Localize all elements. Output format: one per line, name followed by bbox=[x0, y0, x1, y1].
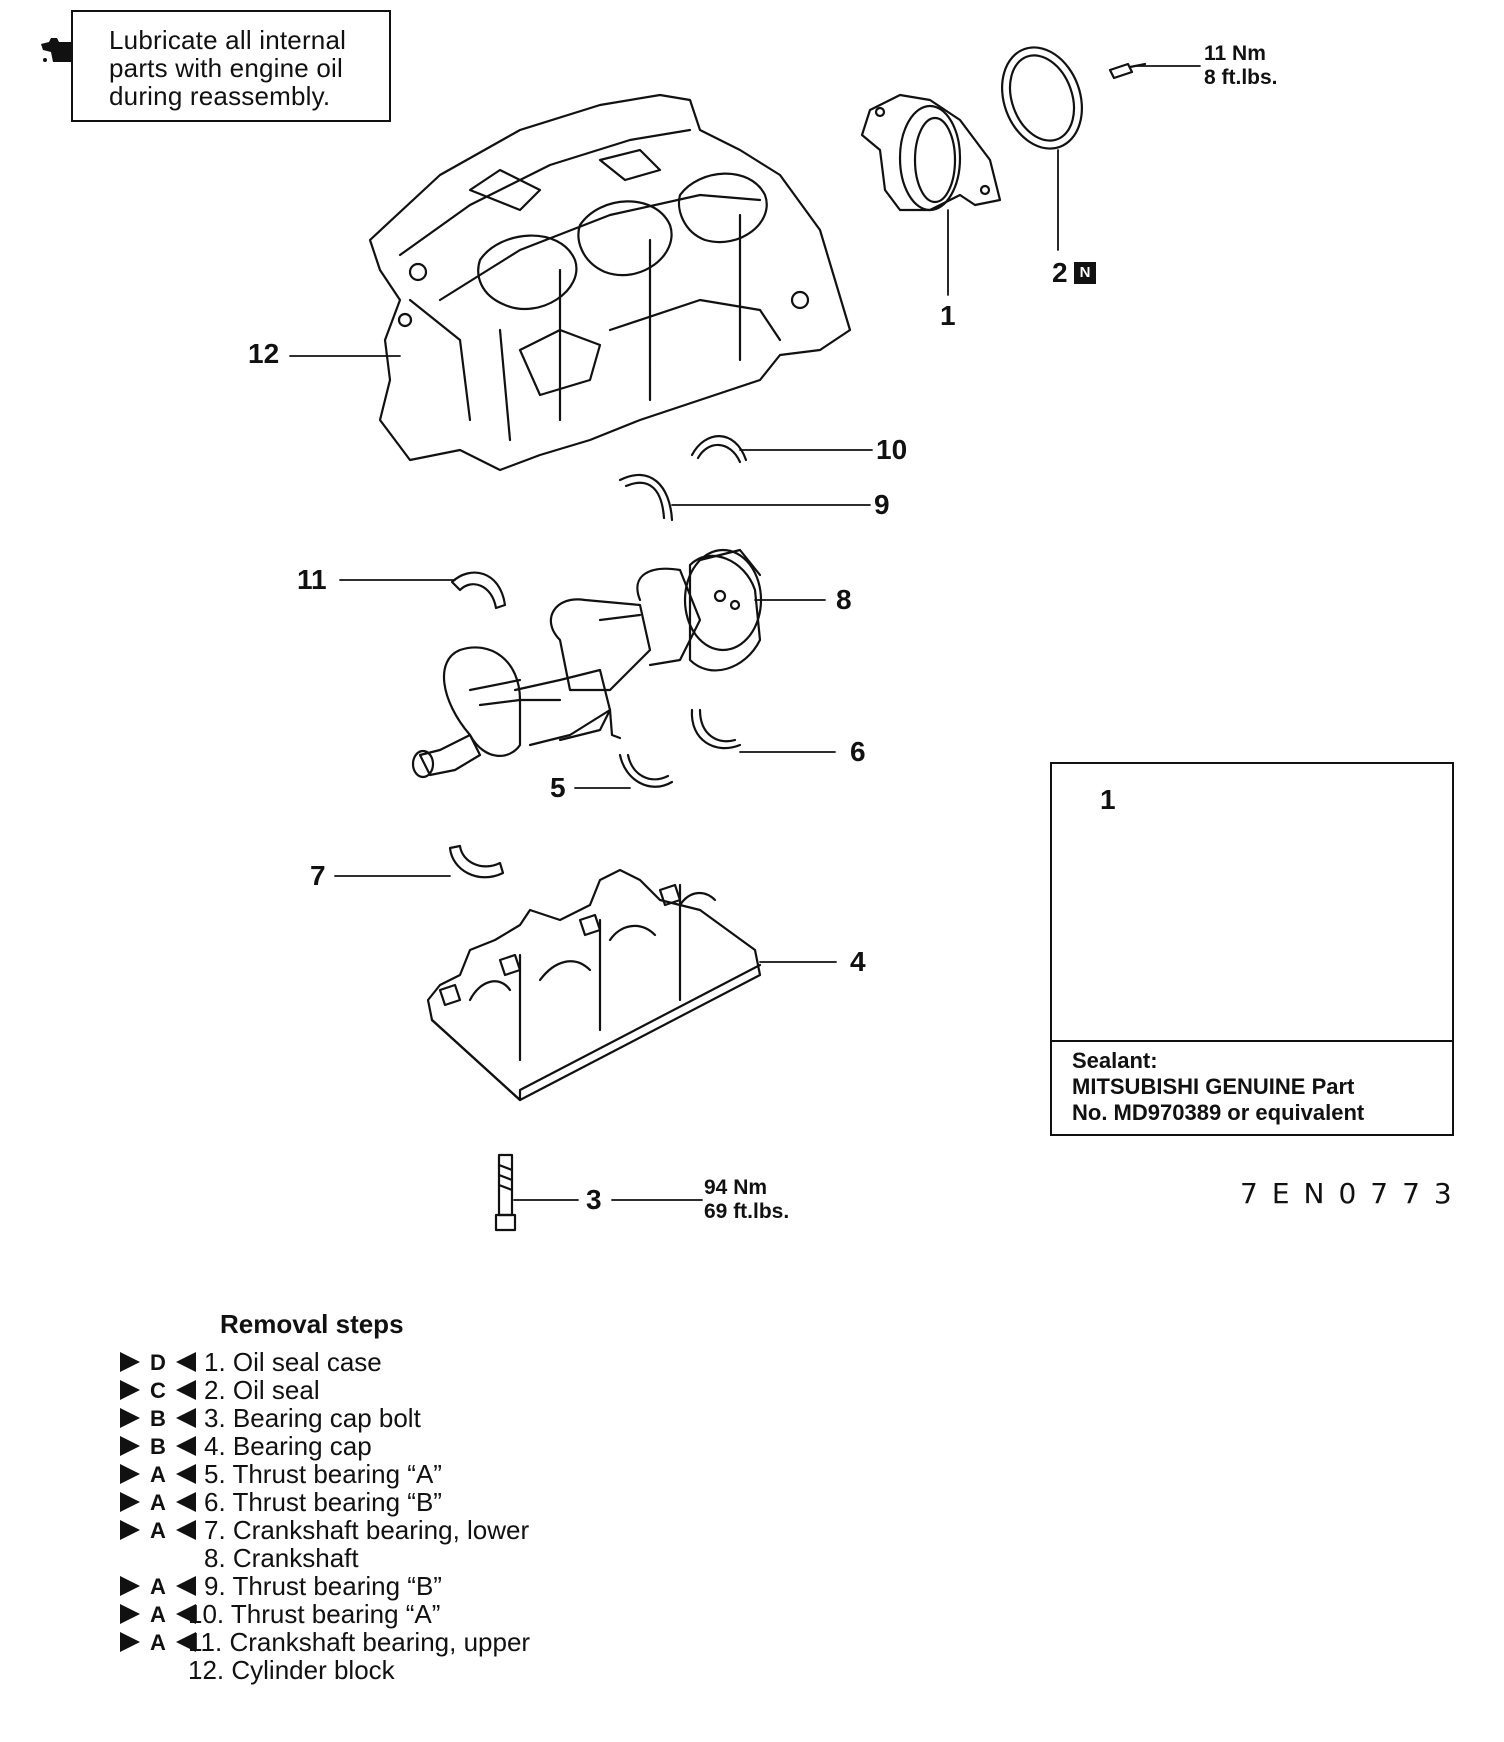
removal-step-text: 12. Cylinder block bbox=[188, 1655, 395, 1685]
inset-divider bbox=[1052, 1040, 1452, 1042]
new-part-badge: N bbox=[1074, 262, 1096, 284]
bearing-cap-bolt bbox=[494, 1153, 517, 1232]
torque-ftlbs: 8 ft.lbs. bbox=[1204, 66, 1278, 89]
torque-ftlbs: 69 ft.lbs. bbox=[704, 1200, 790, 1223]
service-point-marker-icon: A bbox=[120, 1462, 196, 1486]
removal-step-text: 10. Thrust bearing “A” bbox=[188, 1599, 441, 1629]
service-point-marker-icon: A bbox=[120, 1490, 196, 1514]
service-point-marker-icon: C bbox=[120, 1378, 196, 1402]
service-point-letter: A bbox=[150, 1602, 166, 1626]
service-point-letter: A bbox=[150, 1574, 166, 1598]
torque-nm: 11 Nm bbox=[1204, 42, 1266, 65]
crankshaft bbox=[411, 548, 763, 779]
removal-step-text: 2. Oil seal bbox=[204, 1375, 320, 1405]
removal-steps-title: Removal steps bbox=[220, 1309, 404, 1339]
sealant-inset: 1 Sealant: MITSUBISHI GENUINE Part No. M… bbox=[1050, 762, 1454, 1136]
callout-6: 6 bbox=[850, 736, 866, 767]
removal-step-text: 6. Thrust bearing “B” bbox=[204, 1487, 442, 1517]
callout-11: 11 bbox=[297, 564, 327, 595]
service-point-letter: A bbox=[150, 1630, 166, 1654]
torque-nm: 94 Nm bbox=[704, 1176, 768, 1199]
sealant-line: MITSUBISHI GENUINE Part bbox=[1072, 1074, 1355, 1099]
crankshaft-bearing-upper bbox=[450, 571, 507, 610]
removal-step-text: 3. Bearing cap bolt bbox=[204, 1403, 421, 1433]
note-line: Lubricate all internal bbox=[109, 25, 347, 55]
service-point-letter: A bbox=[150, 1462, 166, 1486]
thrust-bearing-b-upper bbox=[618, 473, 674, 522]
sealant-line: Sealant: bbox=[1072, 1048, 1158, 1073]
service-point-letter: D bbox=[150, 1350, 166, 1374]
callout-4: 4 bbox=[850, 946, 866, 977]
service-point-letter: B bbox=[150, 1406, 166, 1430]
bearing-cap bbox=[426, 868, 762, 1102]
removal-step-text: 4. Bearing cap bbox=[204, 1431, 372, 1461]
removal-step-text: 1. Oil seal case bbox=[204, 1347, 382, 1377]
callout-9: 9 bbox=[874, 489, 890, 520]
seal-case-bolt-torque: 11 Nm 8 ft.lbs. bbox=[1204, 42, 1278, 90]
service-point-marker-icon: A bbox=[120, 1574, 196, 1598]
service-point-letter: A bbox=[150, 1518, 166, 1542]
removal-step-text: 5. Thrust bearing “A” bbox=[204, 1459, 442, 1489]
service-point-marker-icon: A bbox=[120, 1518, 196, 1542]
callout-2: 2 bbox=[1052, 257, 1068, 288]
bearing-cap-bolt-torque: 94 Nm 69 ft.lbs. bbox=[704, 1176, 789, 1224]
removal-step-text: 7. Crankshaft bearing, lower bbox=[204, 1515, 530, 1545]
lubrication-note: Lubricate all internal parts with engine… bbox=[71, 10, 391, 122]
removal-step-text: 9. Thrust bearing “B” bbox=[204, 1571, 442, 1601]
oil-seal bbox=[1001, 46, 1083, 150]
thrust-bearing-b-lower bbox=[690, 708, 742, 750]
service-point-letter: B bbox=[150, 1434, 166, 1458]
callout-12: 12 bbox=[248, 338, 280, 369]
service-point-marker-icon: D bbox=[120, 1350, 196, 1374]
callout-10: 10 bbox=[876, 434, 908, 465]
sealant-spec: Sealant: MITSUBISHI GENUINE Part No. MD9… bbox=[1072, 1048, 1364, 1126]
callout-8: 8 bbox=[836, 584, 852, 615]
note-line: during reassembly. bbox=[109, 81, 331, 111]
leader-lines bbox=[289, 65, 1201, 1201]
figure-code: 7EN0773 bbox=[1240, 1177, 1466, 1210]
callout-1: 1 bbox=[940, 300, 956, 331]
service-point-marker-icon: A bbox=[120, 1630, 196, 1654]
service-point-letter: C bbox=[150, 1378, 166, 1402]
sealant-line: No. MD970389 or equivalent bbox=[1072, 1100, 1365, 1125]
service-point-marker-icon: B bbox=[120, 1434, 196, 1458]
crankshaft-bearing-lower bbox=[448, 844, 505, 879]
removal-step-text: 11. Crankshaft bearing, upper bbox=[188, 1627, 531, 1657]
service-point-marker-icon: A bbox=[120, 1602, 196, 1626]
note-line: parts with engine oil bbox=[109, 53, 343, 83]
thrust-bearing-a-lower bbox=[618, 753, 674, 788]
thrust-bearing-a-upper bbox=[690, 435, 748, 464]
callout-3: 3 bbox=[586, 1184, 602, 1215]
service-point-marker-icon: B bbox=[120, 1406, 196, 1430]
service-point-letter: A bbox=[150, 1490, 166, 1514]
callout-7: 7 bbox=[310, 860, 326, 891]
oil-seal-case bbox=[860, 93, 1002, 212]
callout-5: 5 bbox=[550, 772, 566, 803]
inset-callout-1: 1 bbox=[1100, 784, 1116, 815]
removal-step-text: 8. Crankshaft bbox=[204, 1543, 359, 1573]
cylinder-block bbox=[368, 93, 852, 472]
